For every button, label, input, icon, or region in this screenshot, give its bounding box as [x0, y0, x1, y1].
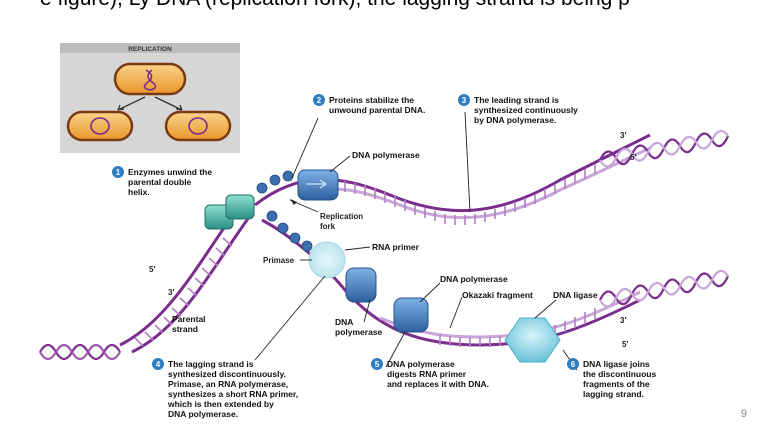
- step-6: 6: [567, 358, 579, 370]
- step-4-caption: The lagging strand is synthesized discon…: [167, 359, 298, 419]
- label-dna-polymerase-top: DNA polymerase: [352, 150, 420, 160]
- step-6-number: 6: [571, 360, 576, 369]
- svg-text:The lagging strand is: The lagging strand is: [168, 359, 254, 369]
- parent-cell: [113, 62, 187, 96]
- step-4: 4: [152, 358, 164, 370]
- dna-polymerase-lagging-1: [345, 267, 377, 303]
- svg-text:helix.: helix.: [128, 187, 150, 197]
- step-5-number: 5: [375, 360, 380, 369]
- step-2-caption: Proteins stabilize the unwound parental …: [329, 95, 425, 115]
- page-number: 9: [740, 408, 747, 420]
- svg-text:synthesized discontinuously.: synthesized discontinuously.: [168, 369, 286, 379]
- step-6-caption: DNA ligase joins the discontinuous fragm…: [583, 359, 656, 399]
- label-dna-polymerase-low-2: polymerase: [335, 327, 383, 337]
- svg-text:which is then extended by: which is then extended by: [167, 399, 274, 409]
- end-3-left: 3′: [168, 288, 174, 297]
- step-2: 2: [313, 94, 325, 106]
- svg-text:DNA polymerase: DNA polymerase: [387, 359, 455, 369]
- slide-header-fragment: e figure), Ly DNA (replication fork), th…: [40, 0, 630, 11]
- svg-text:The leading strand is: The leading strand is: [474, 95, 559, 105]
- end-3-bottom: 3′: [620, 316, 626, 325]
- svg-text:DNA polymerase.: DNA polymerase.: [168, 409, 238, 419]
- parental-base-pairs: [134, 237, 233, 347]
- end-3-top: 3′: [620, 131, 626, 140]
- dna-polymerase-lagging-2: [393, 297, 429, 333]
- label-replication-fork-2: fork: [320, 222, 336, 231]
- svg-text:digests RNA primer: digests RNA primer: [387, 369, 467, 379]
- step-5: 5: [371, 358, 383, 370]
- svg-text:synthesized continuously: synthesized continuously: [474, 105, 578, 115]
- inset-title-bar: [60, 43, 240, 53]
- step-5-caption: DNA polymerase digests RNA primer and re…: [387, 359, 489, 389]
- svg-text:lagging strand.: lagging strand.: [583, 389, 644, 399]
- label-leader-lines: [254, 111, 578, 371]
- svg-text:synthesizes a short RNA primer: synthesizes a short RNA primer,: [168, 389, 298, 399]
- replication-inset: REPLICATION: [60, 43, 240, 153]
- daughter-cell-left: [66, 110, 134, 142]
- step-1-caption: Enzymes unwind the parental double helix…: [128, 167, 212, 197]
- svg-text:DNA ligase joins: DNA ligase joins: [583, 359, 650, 369]
- end-5-top: 5′: [630, 153, 636, 162]
- end-5-left: 5′: [149, 265, 155, 274]
- svg-text:Enzymes unwind the: Enzymes unwind the: [128, 167, 212, 177]
- step-1: 1: [112, 166, 124, 178]
- step-1-number: 1: [116, 168, 121, 177]
- label-parental-strand-2: strand: [172, 324, 198, 334]
- step-3-number: 3: [462, 96, 467, 105]
- svg-text:by DNA polymerase.: by DNA polymerase.: [474, 115, 556, 125]
- inset-arrow-left: [117, 96, 146, 111]
- leading-base-pairs: [344, 164, 596, 225]
- label-parental-strand-1: Parental: [172, 314, 206, 324]
- svg-text:Primase, an RNA polymerase,: Primase, an RNA polymerase,: [168, 379, 288, 389]
- step-2-number: 2: [317, 96, 322, 105]
- daughter-cell-right: [164, 110, 232, 142]
- leading-strand: [254, 129, 730, 225]
- label-primase: Primase: [263, 256, 295, 265]
- helicase-enzyme: [204, 194, 255, 230]
- inset-arrow-right: [154, 96, 183, 111]
- step-3-caption: The leading strand is synthesized contin…: [474, 95, 578, 125]
- svg-text:and replaces it with DNA.: and replaces it with DNA.: [387, 379, 489, 389]
- svg-text:unwound parental DNA.: unwound parental DNA.: [329, 105, 425, 115]
- single-strand-binding-proteins: [256, 170, 313, 252]
- fork-arrow-head: [290, 199, 297, 205]
- svg-text:parental double: parental double: [128, 177, 192, 187]
- label-okazaki-fragment: Okazaki fragment: [462, 290, 533, 300]
- primase-enzyme: [308, 241, 346, 279]
- label-rna-primer: RNA primer: [372, 242, 420, 252]
- inset-title: REPLICATION: [128, 46, 172, 53]
- label-dna-polymerase-mid: DNA polymerase: [440, 274, 508, 284]
- label-dna-ligase: DNA ligase: [553, 290, 598, 300]
- svg-text:the discontinuous: the discontinuous: [583, 369, 656, 379]
- svg-text:fragments of the: fragments of the: [583, 379, 650, 389]
- label-replication-fork-1: Replication: [320, 212, 363, 221]
- step-3: 3: [458, 94, 470, 106]
- dna-polymerase-leading: [297, 169, 339, 201]
- step-4-number: 4: [156, 360, 161, 369]
- svg-text:Proteins stabilize the: Proteins stabilize the: [329, 95, 414, 105]
- label-dna-polymerase-low-1: DNA: [335, 317, 353, 327]
- dna-ligase-enzyme: [504, 317, 561, 363]
- end-5-bottom: 5′: [622, 340, 628, 349]
